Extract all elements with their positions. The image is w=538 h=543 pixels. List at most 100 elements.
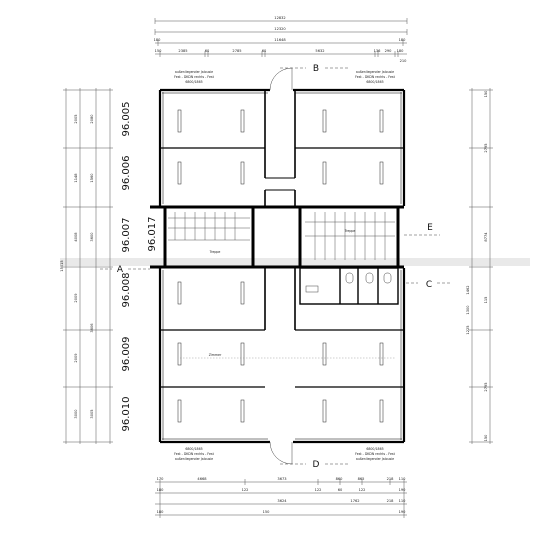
svg-text:6800/1865: 6800/1865 [366,80,383,84]
svg-text:5632: 5632 [315,49,324,53]
left-stairs [168,212,250,241]
svg-text:60: 60 [262,49,267,53]
bottom-window-annotation: 6800/1865 Fest - DKDN rechts - Fest auße… [174,447,395,461]
svg-text:180: 180 [397,49,405,53]
svg-text:190: 190 [399,488,407,492]
section-e-marker: E [404,223,440,236]
svg-text:2005: 2005 [74,114,78,123]
svg-text:110: 110 [399,477,407,481]
dim-top-row5: 210 [400,59,408,63]
svg-text:2009: 2009 [74,293,78,303]
stairwell-walls [150,205,404,269]
dimension-top [154,18,408,57]
svg-text:außenliegender Jalousie: außenliegender Jalousie [356,457,394,461]
dim-bottom-row2: 180 122 122 60 122 190 [157,488,407,492]
dim-top-overall: 12832 [274,16,285,20]
dim-top-row4: 150 2385 60 2785 60 5632 136 290 180 [155,49,405,53]
svg-text:1225: 1225 [466,325,470,334]
svg-text:8774: 8774 [484,232,488,242]
right-stairs-label: Treppe [344,229,356,233]
svg-text:außenliegender Jalousie: außenliegender Jalousie [175,70,213,74]
sanitary-fixtures [305,272,392,293]
svg-text:115: 115 [484,297,488,304]
svg-text:865: 865 [358,477,365,481]
bathroom-block [299,267,399,305]
dim-top-row3-left: 180 [154,38,162,42]
svg-text:C: C [426,280,432,290]
svg-text:180: 180 [157,510,165,514]
svg-text:2080: 2080 [90,114,94,124]
left-stairs-label: Treppe [209,250,221,254]
dim-top-row2: 12320 [274,27,286,31]
scan-smudge [60,258,530,266]
svg-text:6800/1865: 6800/1865 [185,80,202,84]
svg-text:2385: 2385 [178,49,187,53]
svg-text:Fest - DKDN rechts - Fest: Fest - DKDN rechts - Fest [174,75,214,79]
svg-text:218: 218 [387,477,395,481]
right-stairs [305,212,395,260]
svg-text:290: 290 [385,49,393,53]
svg-text:122: 122 [315,488,322,492]
svg-text:B: B [313,64,319,74]
section-b-marker: B [280,64,350,74]
svg-text:60: 60 [338,488,343,492]
room-dividers [160,147,404,388]
svg-text:3606: 3606 [90,323,94,333]
dim-left-inner: 2080 1560 3600 3606 3005 [90,114,94,419]
svg-text:1462: 1462 [466,285,470,294]
room-label-96-007: 96.007 [121,218,132,253]
dimension-bottom [155,479,407,518]
dimension-right [469,88,493,444]
svg-text:180: 180 [157,488,165,492]
svg-text:860: 860 [336,477,344,481]
svg-text:2795: 2795 [484,382,488,391]
room-labels: 96.005 96.006 96.007 96.017 96.008 96.00… [121,102,158,432]
zimmer-label: Zimmer [209,353,222,357]
svg-text:150: 150 [484,90,488,98]
svg-text:3000: 3000 [74,409,78,419]
room-label-96-010: 96.010 [121,397,132,432]
svg-text:2785: 2785 [232,49,241,53]
svg-text:A: A [117,265,124,275]
svg-text:2795: 2795 [484,143,488,152]
room-furniture-markers [177,109,384,423]
svg-text:3005: 3005 [90,409,94,418]
svg-text:6800/1865: 6800/1865 [366,447,383,451]
dim-left-outer: 2005 1148 4008 2009 2009 3000 [74,114,78,418]
room-label-96-005: 96.005 [121,102,132,137]
svg-text:150: 150 [484,434,488,442]
room-label-96-017: 96.017 [147,217,158,252]
svg-text:4008: 4008 [74,232,78,242]
svg-text:3624: 3624 [277,499,287,503]
svg-text:122: 122 [242,488,249,492]
svg-text:150: 150 [263,510,271,514]
dimension-left [63,88,113,444]
dim-bottom-row4: 180 150 190 [157,510,407,514]
dim-right-col1: 150 2795 8774 115 2795 150 [484,90,488,442]
door-arcs [269,67,293,465]
room-label-96-008: 96.008 [121,273,132,308]
corridor-walls [264,90,296,330]
svg-text:Fest - DKDN rechts - Fest: Fest - DKDN rechts - Fest [174,452,214,456]
corridor-partitions [265,177,295,191]
svg-text:Fest - DKDN rechts - Fest: Fest - DKDN rechts - Fest [355,452,395,456]
svg-text:außenliegender Jalousie: außenliegender Jalousie [356,70,394,74]
svg-text:außenliegender Jalousie: außenliegender Jalousie [175,457,213,461]
svg-text:1148: 1148 [74,173,78,183]
svg-text:D: D [313,460,320,470]
dim-bottom-row3: 3624 1762 218 110 [277,499,406,503]
svg-text:136: 136 [374,49,382,53]
dim-left-total: 15015 [60,260,64,271]
dim-right-col2: 1462 1300 1225 [466,285,470,334]
svg-text:2009: 2009 [74,353,78,363]
svg-text:3673: 3673 [277,477,286,481]
svg-text:218: 218 [387,499,395,503]
svg-text:E: E [427,223,433,233]
svg-text:60: 60 [205,49,210,53]
svg-text:4668: 4668 [197,477,207,481]
svg-text:6800/1865: 6800/1865 [185,447,202,451]
dim-bottom-row1: 170 4668 3673 860 865 218 110 [157,477,407,481]
svg-text:110: 110 [399,499,407,503]
room-label-96-006: 96.006 [121,156,132,191]
dim-top-row3-right: 180 [399,38,407,42]
